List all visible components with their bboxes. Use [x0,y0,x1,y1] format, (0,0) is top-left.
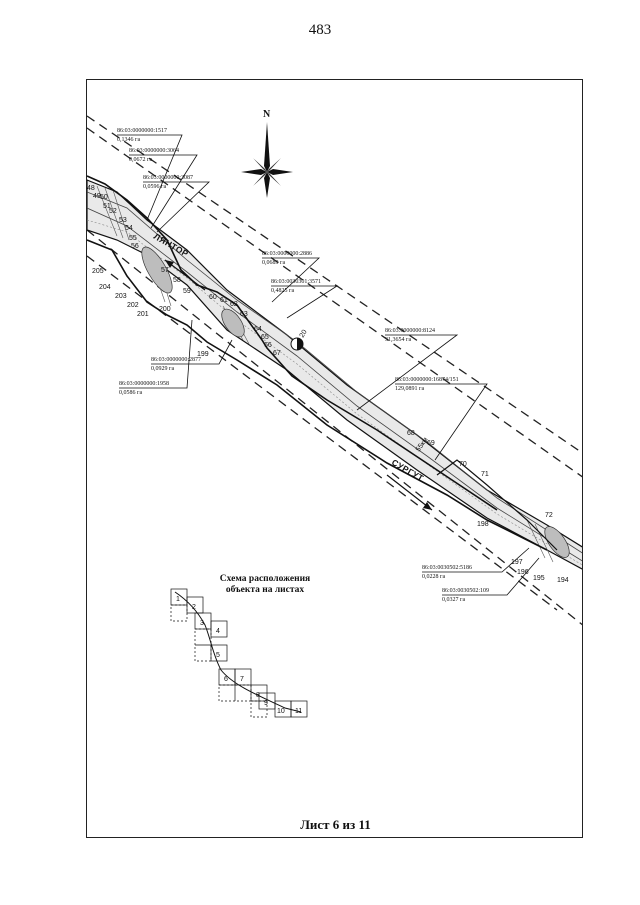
sheet-numbers: 1 2 3 4 5 6 7 8 9 10 11 [176,596,302,715]
point-label: 204 [99,284,111,291]
corridor-boundaries [87,115,582,626]
sheet-number: 4 [216,628,220,635]
sheet-number: 1 [176,596,180,603]
north-label: N [263,109,271,120]
parcel-area: 0,0929 га [151,366,174,372]
point-label: 58 [173,277,181,284]
point-label: 65 [261,334,269,341]
parcel-boundaries [87,175,548,551]
parcel-id: 86:03:0000000:2877 [151,357,201,363]
sheet-number: 9 [264,700,268,707]
parcel-area: 0,1346 га [117,137,140,143]
point-label: 61 [220,297,228,304]
callout-leaders [117,134,540,596]
scheme-title-line1: Схема расположения [219,574,311,584]
parcel-area: 0,0228 га [422,574,445,580]
scheme-title: Схема расположения объекта на листах [195,574,335,596]
point-label: 201 [137,311,149,318]
sheet-number: 6 [224,676,228,683]
parcel-id: 86:03:0000000:8124 [385,328,435,334]
point-label: 66 [264,342,272,349]
point-label: 60 [209,294,217,301]
sheet-number: 8 [256,692,260,699]
parcel-area: 0,0672 га [129,157,152,163]
point-labels: 48 49 50 51 52 53 54 55 56 57 58 59 60 6… [87,185,569,584]
parcel-area: 0,0596 га [143,184,166,190]
sheet-number: 2 [192,604,196,611]
parcel-area: 0,0586 га [119,390,142,396]
parcel-id: 86:03:0030301:3571 [271,279,321,285]
point-label: 49 [93,193,101,200]
parcel-area: 31,3654 га [385,337,411,343]
parcel-id: 86:03:0030502:109 [442,588,489,594]
page-number: 483 [308,22,332,38]
point-label: 68 [407,430,415,437]
north-arrow-icon [241,122,293,198]
parcel-id: 86:03:0000000:2886 [262,251,312,257]
marker-label: 20 [299,329,309,339]
point-label: 197 [511,559,523,566]
point-label: 57 [161,267,169,274]
point-label: 62 [230,301,238,308]
point-label: 198 [477,521,489,528]
point-label: 51 [103,203,111,210]
cadastral-map: N ЛЯНТОР СУРГУТ 86:03:0000000:1517 0,134… [87,109,582,718]
point-label: 196 [517,569,529,576]
point-label: 64 [254,326,262,333]
point-label: 48 [87,185,95,192]
parcel-id: 86:03:0000000:3087 [143,175,193,181]
point-label: 202 [127,302,139,309]
parcel-labels: 86:03:0000000:1517 0,1346 га 86:03:00000… [117,128,489,603]
point-label: 59 [183,288,191,295]
point-label: 67 [273,350,281,357]
sheet-number: 3 [200,620,204,627]
point-label: 200 [159,306,171,313]
parcel-id: 86:03:0000000:3064 [129,148,179,154]
point-label: 199 [197,351,209,358]
point-label: 69 [427,440,435,447]
parcel-id: 86:03:0000000:1958 [119,381,169,387]
point-label: 52 [109,208,117,215]
point-label: 56 [131,243,139,250]
road-corridor [87,179,582,570]
scheme-title-line2: объекта на листах [225,585,305,595]
sheet-number: 10 [277,708,285,715]
point-label: 63 [240,311,248,318]
point-label: 53 [119,217,127,224]
parcel-area: 0,0689 га [262,260,285,266]
point-label: 55 [129,235,137,242]
parcel-area: 129,0891 га [395,386,424,392]
point-label: 205 [92,268,104,275]
parcel-id: 86:03:0000000:16874/151 [395,377,459,383]
point-label: 194 [557,577,569,584]
parcel-id: 86:03:0030502:5186 [422,565,472,571]
parcel-area: 0,4825 га [271,288,294,294]
parcel-id: 86:03:0000000:1517 [117,128,167,134]
point-label: 70 [459,461,467,468]
parcel-area: 0,0327 га [442,597,465,603]
sheet-number: 7 [240,676,244,683]
drawing-frame: N ЛЯНТОР СУРГУТ 86:03:0000000:1517 0,134… [86,79,583,838]
point-label: 54 [125,225,133,232]
point-label: 50 [100,194,108,201]
sheet-layout-scheme [170,588,308,718]
sheet-number: 5 [216,652,220,659]
sheet-label: Лист 6 из 11 [300,817,371,832]
point-label: 71 [481,471,489,478]
point-label: 195 [533,575,545,582]
sheet-number: 11 [295,708,302,715]
point-label: 203 [115,293,127,300]
point-label: 72 [545,512,553,519]
